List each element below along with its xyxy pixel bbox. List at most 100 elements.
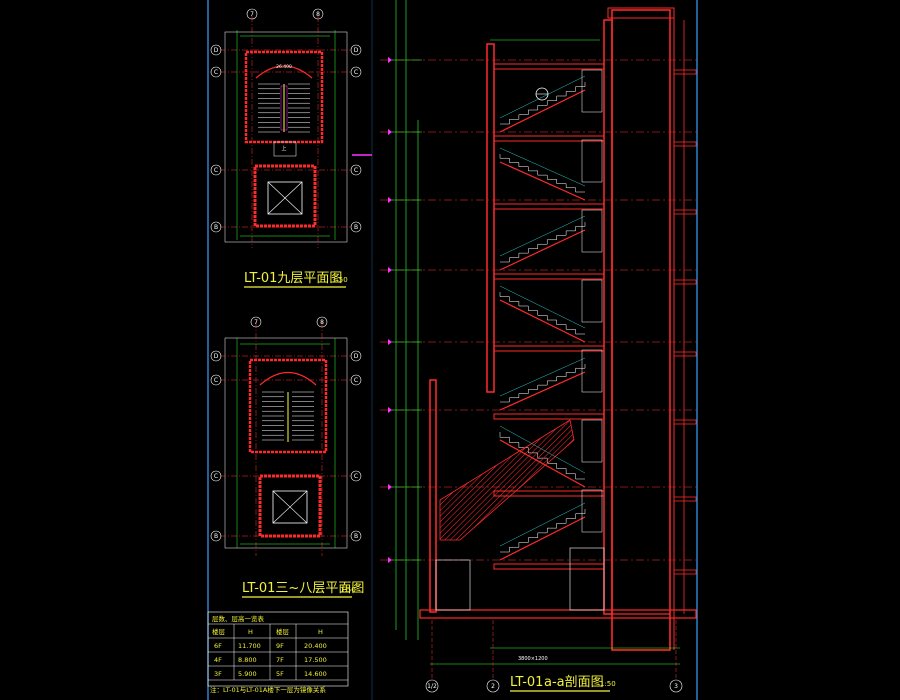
plan-bottom-axis-d-right: D <box>354 353 359 360</box>
level-marker <box>388 484 392 490</box>
floor-slab <box>493 345 605 352</box>
level-marker <box>388 57 392 63</box>
table-col-3: 楼层 <box>276 627 290 636</box>
handrail <box>499 215 586 257</box>
adjacent-slab <box>673 496 697 502</box>
plan-top-title: LT-01九层平面图 <box>244 271 342 286</box>
plan-top-axis-c2: C <box>214 167 218 174</box>
stair-flight <box>499 516 586 561</box>
stair-flight <box>499 299 586 343</box>
adjacent-slab <box>673 209 697 215</box>
plan-bottom-axis-c2-right: C <box>354 473 358 480</box>
level-marker <box>388 197 392 203</box>
plan-top: 7 8 D C C B D C C B 上 26.400 LT-01九层平面图 … <box>210 8 372 288</box>
plan-bottom-stair-shaft <box>248 358 328 454</box>
plan-bottom-axis-c: C <box>214 377 218 384</box>
handrail <box>499 502 586 547</box>
section-left-wall <box>486 43 495 393</box>
stair-steps <box>500 509 586 553</box>
section-axis-mid: 2 <box>491 683 495 690</box>
stair-steps <box>499 154 585 193</box>
handrail <box>499 75 586 119</box>
adjacent-slab <box>673 279 697 285</box>
stair-flight <box>499 229 586 271</box>
table-row-3-c3: 5F <box>276 670 284 678</box>
plan-bottom-elevator-shaft <box>258 474 322 538</box>
section-lower-left-wall <box>429 379 437 613</box>
floor-slab <box>493 135 605 142</box>
stair-steps <box>500 364 586 403</box>
plan-bottom-scale: 1:50 <box>340 586 356 594</box>
table-heading: 层数、层高一览表 <box>212 614 265 623</box>
section-scale: 1:50 <box>600 680 616 688</box>
table-col-1: 楼层 <box>212 627 226 636</box>
adjacent-slab <box>673 141 697 147</box>
handrail <box>499 285 586 329</box>
table-col-4: H <box>318 628 323 636</box>
handrail <box>499 147 586 187</box>
floor-slab <box>493 203 605 210</box>
plan-top-elevator-shaft <box>253 164 317 228</box>
floor-height-table: 层数、层高一览表 楼层 H 楼层 H 6F 11.700 9F 20.400 4… <box>207 611 349 694</box>
section-a-a: 3800×1200 1/2 2 3 LT-01 a-a剖面图 1:50 <box>380 0 700 693</box>
plan-top-axis-b: B <box>214 224 218 231</box>
table-row-1-c4: 20.400 <box>304 642 327 650</box>
window <box>581 209 603 253</box>
plan-top-elevation: 26.400 <box>276 64 292 70</box>
level-marker <box>388 267 392 273</box>
section-ground-slab <box>419 609 697 619</box>
plan-top-axis-d-right: D <box>354 47 359 54</box>
stair-steps <box>499 292 585 335</box>
plan-bottom-axis-d: D <box>214 353 219 360</box>
table-row-1-c2: 11.700 <box>238 642 261 650</box>
window <box>581 349 603 393</box>
plan-top-boundary <box>224 31 348 243</box>
plan-top-stair-label: 上 <box>281 145 286 152</box>
window <box>581 419 603 463</box>
window <box>581 279 603 323</box>
section-bottom-dimension: 3800×1200 <box>518 656 548 662</box>
table-row-1-c3: 9F <box>276 642 284 650</box>
plan-bottom-title: LT-01三~八层平面图 <box>242 581 364 596</box>
plan-top-axis-c-right: C <box>354 69 358 76</box>
level-marker <box>388 407 392 413</box>
level-marker <box>388 339 392 345</box>
table-row-3-c2: 5.900 <box>238 670 257 678</box>
section-axis-right: 3 <box>674 683 678 690</box>
stair-steps <box>500 222 586 263</box>
handrail <box>499 357 586 397</box>
adjacent-slab <box>673 69 697 75</box>
plan-bottom: 7 8 D C C B D C C B LT-01三~八层平面图 1:50 <box>210 316 364 598</box>
floor-slab <box>493 273 605 280</box>
plan-top-axis-8: 8 <box>316 11 320 18</box>
section-title: LT-01 <box>510 675 543 690</box>
table-row-2-c4: 17.500 <box>304 656 327 664</box>
plan-top-axis-c: C <box>214 69 218 76</box>
section-subtitle: a-a剖面图 <box>544 675 604 690</box>
plan-bottom-axis-b-right: B <box>354 533 358 540</box>
plan-bottom-axis-7: 7 <box>254 319 258 326</box>
window <box>581 489 603 533</box>
window <box>581 69 603 113</box>
table-row-2-c2: 8.800 <box>238 656 257 664</box>
stair-flight <box>499 89 586 133</box>
adjacent-slab <box>673 569 697 575</box>
floor-slab <box>493 413 605 420</box>
table-row-1-c1: 6F <box>214 642 222 650</box>
plan-top-axis-b-right: B <box>354 224 358 231</box>
section-axis-left: 1/2 <box>427 683 437 690</box>
adjacent-slab <box>673 419 697 425</box>
stair-flight <box>499 371 586 411</box>
plan-top-axis-c2-right: C <box>354 167 358 174</box>
plan-top-axis-d: D <box>214 47 219 54</box>
level-marker <box>388 557 392 563</box>
section-elevator-shaft <box>611 9 671 651</box>
plan-top-axis-7: 7 <box>250 11 254 18</box>
adjacent-slab <box>673 351 697 357</box>
floor-slab <box>493 563 605 570</box>
window <box>581 139 603 183</box>
floor-slab <box>493 63 605 70</box>
section-right-wall <box>603 19 613 615</box>
table-row-3-c1: 3F <box>214 670 222 678</box>
